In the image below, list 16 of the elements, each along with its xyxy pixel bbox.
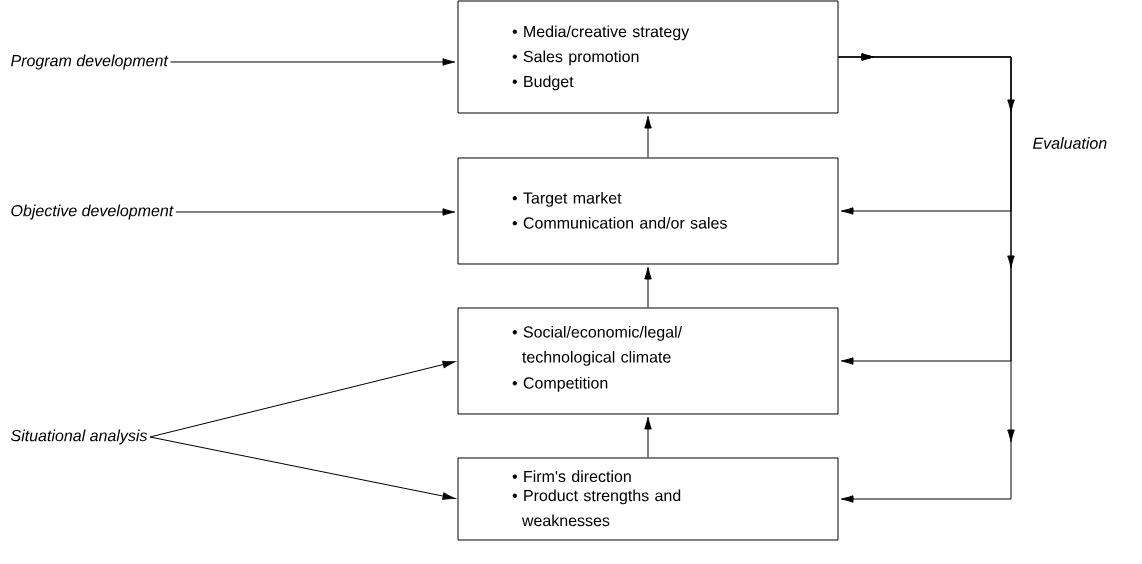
arrow: [169, 58, 456, 66]
bullet-box: • Media/creative strategy • Sales promotion • Budget: [457, 0, 839, 114]
arrow: [149, 436, 456, 500]
stage-label: Situational analysis: [10, 429, 148, 445]
arrow: [175, 208, 456, 216]
arrow: [149, 360, 456, 438]
bullet-box: • Target market • Communication and/or sales: [457, 157, 839, 265]
arrow: [644, 115, 652, 158]
stage-label: Program development: [11, 54, 169, 70]
arrow: [838, 53, 1015, 503]
bullet-box: • Social/economic/legal/ technological climate • Competition: [457, 307, 839, 415]
arrow: [644, 416, 652, 458]
loop-label: Evaluation: [1033, 137, 1107, 149]
arrow: [644, 266, 652, 308]
bullet-box: • Firm's direction • Product strengths and weaknesses: [457, 457, 839, 541]
stage-label: Objective development: [11, 204, 174, 220]
